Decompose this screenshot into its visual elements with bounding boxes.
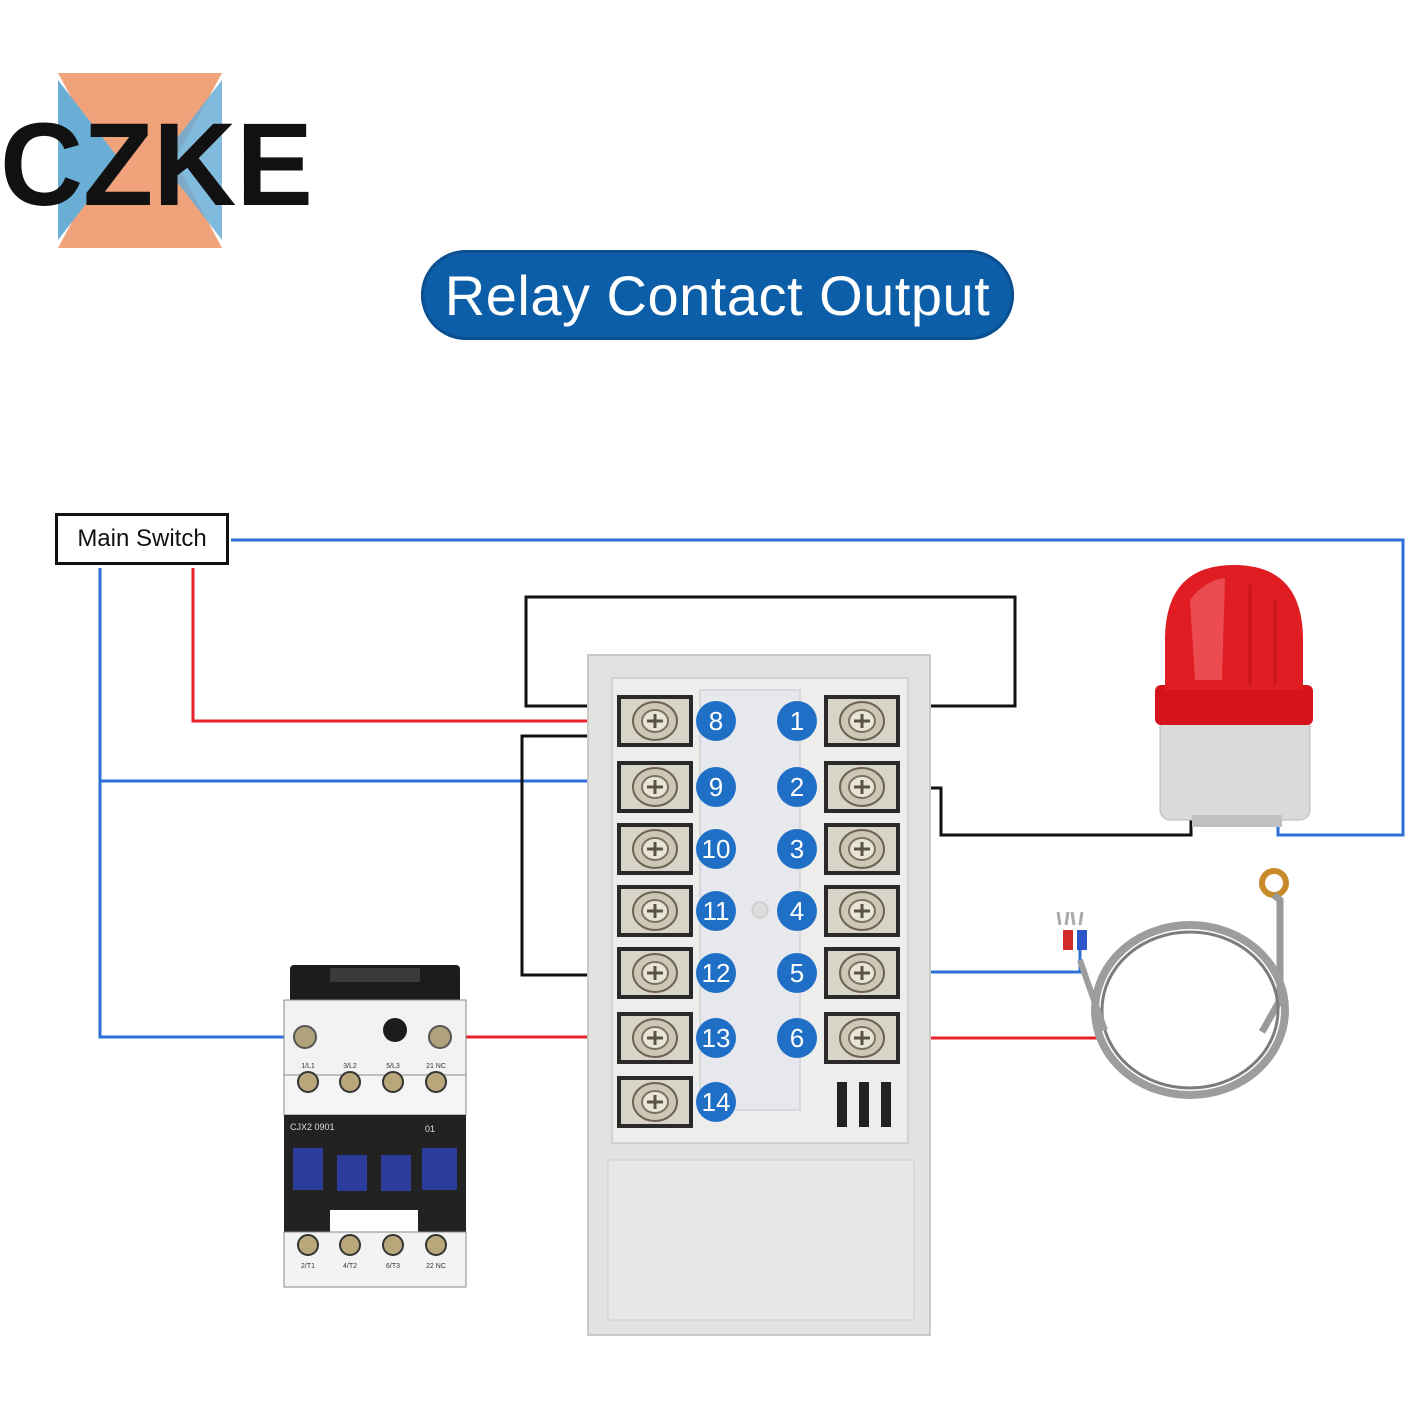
contactor-bottom-label: 22 NC bbox=[426, 1263, 446, 1270]
terminal-badge-12: 12 bbox=[696, 953, 736, 993]
terminal-badge-10-label: 10 bbox=[702, 834, 731, 864]
contactor-screw-bottom bbox=[425, 1234, 447, 1256]
page-title: Relay Contact Output bbox=[444, 263, 991, 327]
terminal-badge-3: 3 bbox=[777, 829, 817, 869]
terminal-badge-10: 10 bbox=[696, 829, 736, 869]
wire-blue-beacon bbox=[231, 538, 1405, 837]
terminal-badge-4-label: 4 bbox=[790, 896, 804, 926]
contactor-bottom-label: 2/T1 bbox=[301, 1263, 315, 1270]
terminal-badge-3-label: 3 bbox=[790, 834, 804, 864]
wire-blue-sensor bbox=[880, 950, 1082, 974]
wire-black-jumper-8-12 bbox=[520, 734, 650, 977]
main-switch-box: Main Switch bbox=[55, 513, 229, 565]
screw-terminal-4 bbox=[824, 885, 900, 937]
thermocouple-sensor bbox=[1056, 868, 1289, 1099]
screw-terminal-10 bbox=[617, 823, 693, 875]
terminal-badge-14: 14 bbox=[696, 1082, 736, 1122]
terminal-badge-4: 4 bbox=[777, 891, 817, 931]
wire-blue-contactor bbox=[98, 781, 305, 1039]
terminal-badge-8: 8 bbox=[696, 701, 736, 741]
terminal-badge-6-label: 6 bbox=[790, 1023, 804, 1053]
terminal-badge-12-label: 12 bbox=[702, 958, 731, 988]
contactor-screw-top bbox=[382, 1071, 404, 1093]
screw-terminal-12 bbox=[617, 947, 693, 999]
contactor-bottom-label: 6/T3 bbox=[386, 1263, 400, 1270]
screw-terminal-5 bbox=[824, 947, 900, 999]
terminal-badge-5-label: 5 bbox=[790, 958, 804, 988]
terminal-badge-9: 9 bbox=[696, 767, 736, 807]
wire-red-terminal-8 bbox=[191, 568, 650, 723]
screw-terminal-3 bbox=[824, 823, 900, 875]
screw-terminal-9 bbox=[617, 761, 693, 813]
terminal-badge-8-label: 8 bbox=[709, 706, 723, 736]
contactor-screw-bottom bbox=[297, 1234, 319, 1256]
screw-terminal-6 bbox=[824, 1012, 900, 1064]
terminal-badge-2-label: 2 bbox=[790, 772, 804, 802]
terminal-badge-13-label: 13 bbox=[702, 1023, 731, 1053]
terminal-badge-6: 6 bbox=[777, 1018, 817, 1058]
contactor-aux: 01 bbox=[425, 1124, 435, 1134]
contactor-screw-top bbox=[297, 1071, 319, 1093]
screw-terminal-11 bbox=[617, 885, 693, 937]
terminal-badge-5: 5 bbox=[777, 953, 817, 993]
terminal-badge-14-label: 14 bbox=[702, 1087, 731, 1117]
terminal-badge-11-label: 11 bbox=[703, 896, 730, 926]
terminal-badge-1: 1 bbox=[777, 701, 817, 741]
screw-terminal-13 bbox=[617, 1012, 693, 1064]
contactor-screw-bottom bbox=[382, 1234, 404, 1256]
contactor-top-label: 3/L2 bbox=[343, 1063, 357, 1070]
screw-terminal-8 bbox=[617, 695, 693, 747]
terminal-badge-9-label: 9 bbox=[709, 772, 723, 802]
wire-blue-terminal-9 bbox=[98, 568, 650, 783]
contactor-screw-top bbox=[425, 1071, 447, 1093]
terminal-badge-11: 11 bbox=[696, 891, 736, 931]
warning-beacon bbox=[1155, 565, 1313, 827]
contactor-screw-top bbox=[339, 1071, 361, 1093]
contactor-top-label: 1/L1 bbox=[301, 1063, 315, 1070]
contactor-screw-bottom bbox=[339, 1234, 361, 1256]
screw-terminal-1 bbox=[824, 695, 900, 747]
contactor: CJX2 0901 01 1/L1 3/L2 5/L3 21 NC 2/T1 4/T2 6… bbox=[283, 965, 467, 1288]
title-banner: Relay Contact Output bbox=[421, 250, 1014, 340]
czke-logo: CZKE bbox=[0, 73, 313, 248]
contactor-bottom-label: 4/T2 bbox=[343, 1263, 357, 1270]
terminal-badge-1-label: 1 bbox=[790, 706, 804, 736]
contactor-model: CJX2 0901 bbox=[290, 1122, 335, 1132]
contactor-top-label: 5/L3 bbox=[386, 1063, 400, 1070]
contactor-top-label: 21 NC bbox=[426, 1063, 446, 1070]
terminal-badge-2: 2 bbox=[777, 767, 817, 807]
logo-text: CZKE bbox=[0, 99, 313, 231]
terminal-badge-13: 13 bbox=[696, 1018, 736, 1058]
main-switch-label: Main Switch bbox=[77, 525, 207, 552]
screw-terminal-14 bbox=[617, 1076, 693, 1128]
screw-terminal-2 bbox=[824, 761, 900, 813]
wire-black-jumper-8-1 bbox=[524, 595, 1017, 708]
